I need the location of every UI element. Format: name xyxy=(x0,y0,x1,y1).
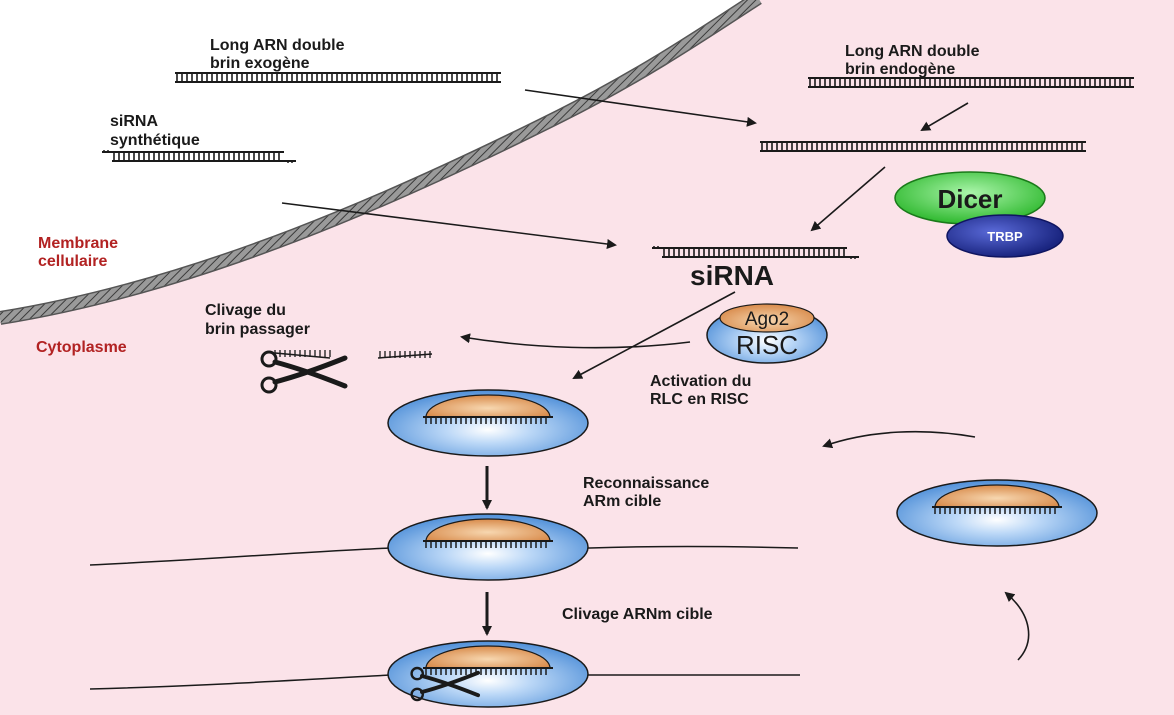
activation-label-2: RLC en RISC xyxy=(650,391,749,408)
risc-complex xyxy=(388,514,588,580)
recognition-label-2: ARm cible xyxy=(583,493,661,510)
rna-duplex-icon xyxy=(175,73,501,82)
recognition-label-1: Reconnaissance xyxy=(583,475,709,492)
risc-complex xyxy=(388,641,588,707)
activation-label-1: Activation du xyxy=(650,373,751,390)
risc-complex xyxy=(897,480,1097,546)
exogenous-label-2: brin exogène xyxy=(210,55,310,72)
membrane-label-2: cellulaire xyxy=(38,253,107,270)
trbp-protein: TRBP xyxy=(947,215,1063,257)
endogenous-label-2: brin endogène xyxy=(845,61,955,78)
synthetic-label-2: synthétique xyxy=(110,132,200,149)
ago2-risc-complex: Ago2 RISC xyxy=(707,304,827,363)
exogenous-label-1: Long ARN double xyxy=(210,37,345,54)
target-cleavage-label: Clivage ARNm cible xyxy=(562,606,713,623)
svg-text:Ago2: Ago2 xyxy=(745,309,789,330)
cleavage-passenger-label-2: brin passager xyxy=(205,321,310,338)
cleavage-passenger-label-1: Clivage du xyxy=(205,302,286,319)
svg-text:RISC: RISC xyxy=(736,330,798,360)
sirna-label: siRNA xyxy=(690,260,774,291)
synthetic-label-1: siRNA xyxy=(110,113,158,130)
rna-duplex-icon xyxy=(102,150,296,163)
membrane-label-1: Membrane xyxy=(38,235,118,252)
endogenous-label-1: Long ARN double xyxy=(845,43,980,60)
risc-complex xyxy=(388,390,588,456)
svg-text:TRBP: TRBP xyxy=(987,229,1023,244)
svg-text:Dicer: Dicer xyxy=(937,184,1002,214)
cytoplasm-label: Cytoplasme xyxy=(36,339,127,356)
